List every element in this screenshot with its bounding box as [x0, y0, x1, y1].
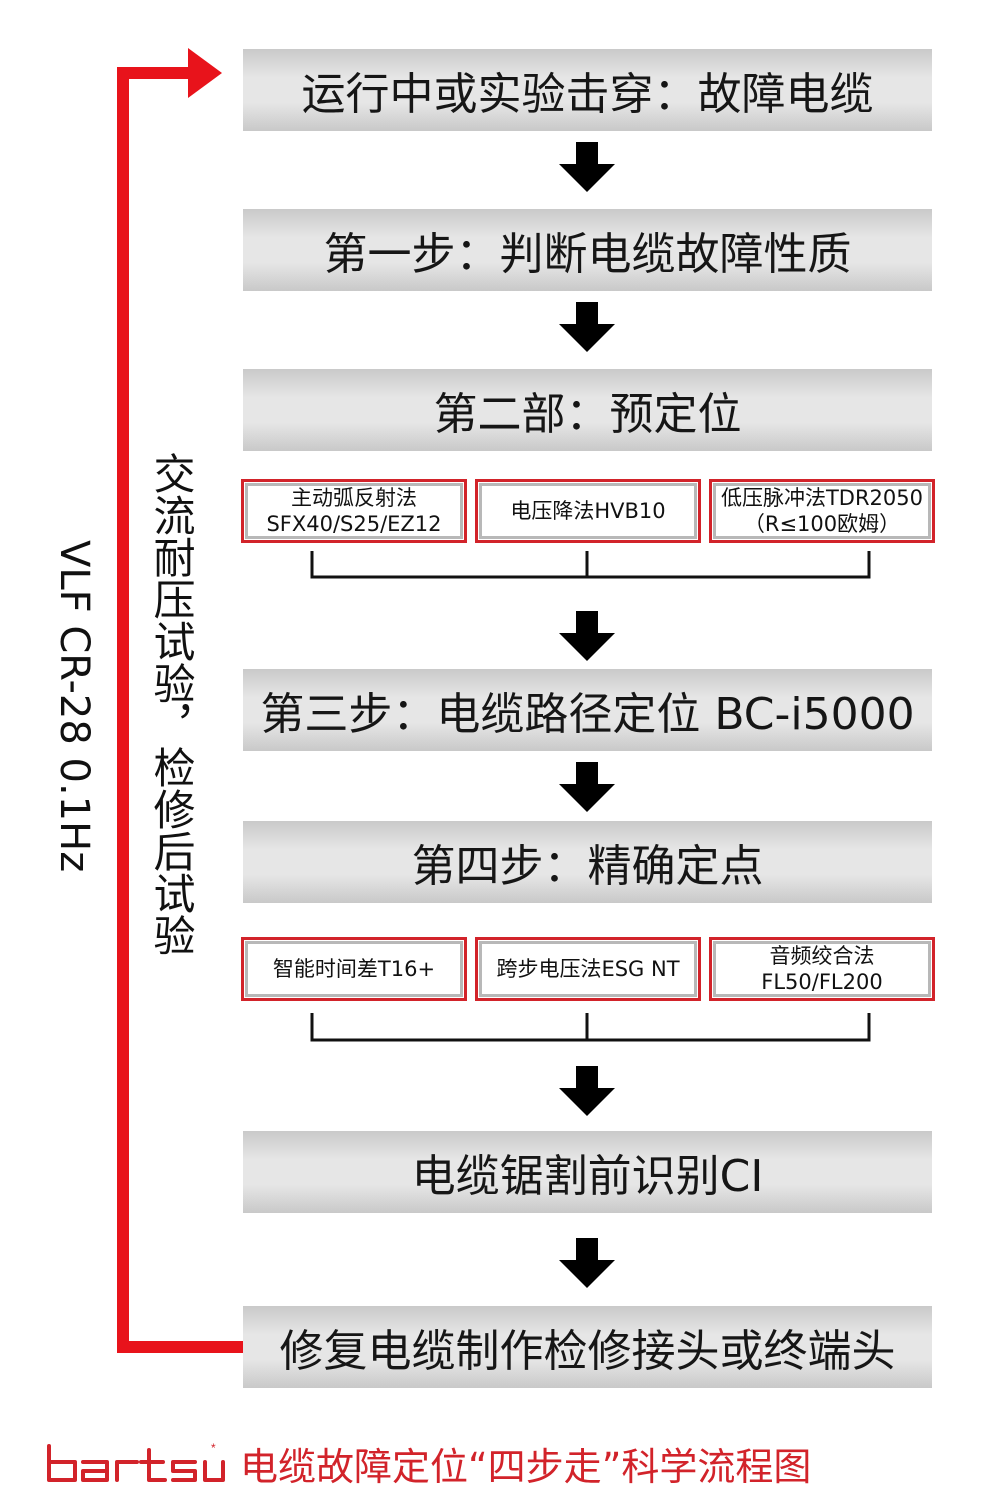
- down-arrow-icon: [559, 1238, 615, 1288]
- method-audio-twist-line1: 音频绞合法: [769, 944, 875, 968]
- step-fault-cable-label: 运行中或实验击穿：故障电缆: [301, 69, 874, 120]
- step-1-diagnose-fault: 第一步：判断电缆故障性质: [243, 209, 932, 291]
- step-2-label: 第二部：预定位: [433, 389, 742, 440]
- method-arc-reflection-line2: SFX40/S25/EZ12: [266, 512, 442, 536]
- step-4-label: 第四步：精确定点: [411, 841, 764, 892]
- diagram-caption: 电缆故障定位“四步走”科学流程图: [240, 1445, 812, 1489]
- down-arrow-icon: [559, 762, 615, 812]
- method-arc-reflection-line1: 主动弧反射法: [291, 486, 417, 510]
- step-fault-cable: 运行中或实验击穿：故障电缆: [243, 49, 932, 131]
- method-arc-reflection: 主动弧反射法 SFX40/S25/EZ12: [241, 479, 467, 543]
- step-1-label: 第一步：判断电缆故障性质: [323, 229, 852, 280]
- step-4-pinpointing: 第四步：精确定点: [243, 821, 932, 903]
- step-repair-label: 修复电缆制作检修接头或终端头: [279, 1326, 896, 1377]
- step-cable-identification-label: 电缆锯割前识别CI: [411, 1151, 764, 1202]
- bartsu-logo-icon: *: [47, 1441, 225, 1482]
- method-step-voltage-line1: 跨步电压法ESG NT: [496, 957, 680, 981]
- method-low-voltage-pulse: 低压脉冲法TDR2050 （R≤100欧姆）: [709, 479, 935, 543]
- method-low-voltage-pulse-line2: （R≤100欧姆）: [743, 512, 901, 536]
- down-arrow-icon: [559, 142, 615, 192]
- method-audio-twist-line2: FL50/FL200: [761, 970, 883, 994]
- method-voltage-drop: 电压降法HVB10: [475, 479, 701, 543]
- down-arrow-icon: [559, 611, 615, 661]
- step-3-route-tracing: 第三步：电缆路径定位 BC-i5000: [243, 669, 932, 751]
- method-audio-twist: 音频绞合法 FL50/FL200: [709, 937, 935, 1001]
- step-3-label: 第三步：电缆路径定位 BC-i5000: [260, 689, 915, 740]
- method-voltage-drop-line1: 电压降法HVB10: [510, 499, 666, 523]
- down-arrow-icon: [559, 1066, 615, 1116]
- svg-text:*: *: [211, 1441, 216, 1455]
- step-cable-identification: 电缆锯割前识别CI: [243, 1131, 932, 1213]
- method-time-difference: 智能时间差T16+: [241, 937, 467, 1001]
- method-time-difference-line1: 智能时间差T16+: [272, 957, 436, 981]
- side-label-ac-withstand-test: 交流耐压试验，检修后试验: [147, 452, 196, 956]
- step-repair-cable: 修复电缆制作检修接头或终端头: [243, 1306, 932, 1388]
- side-label-vlf: VLF CR-28 0.1Hz: [51, 540, 97, 873]
- down-arrow-icon: [559, 302, 615, 352]
- step-2-prelocation: 第二部：预定位: [243, 369, 932, 451]
- bartsu-logo: *: [45, 1440, 225, 1496]
- method-step-voltage: 跨步电压法ESG NT: [475, 937, 701, 1001]
- method-low-voltage-pulse-line1: 低压脉冲法TDR2050: [720, 486, 924, 510]
